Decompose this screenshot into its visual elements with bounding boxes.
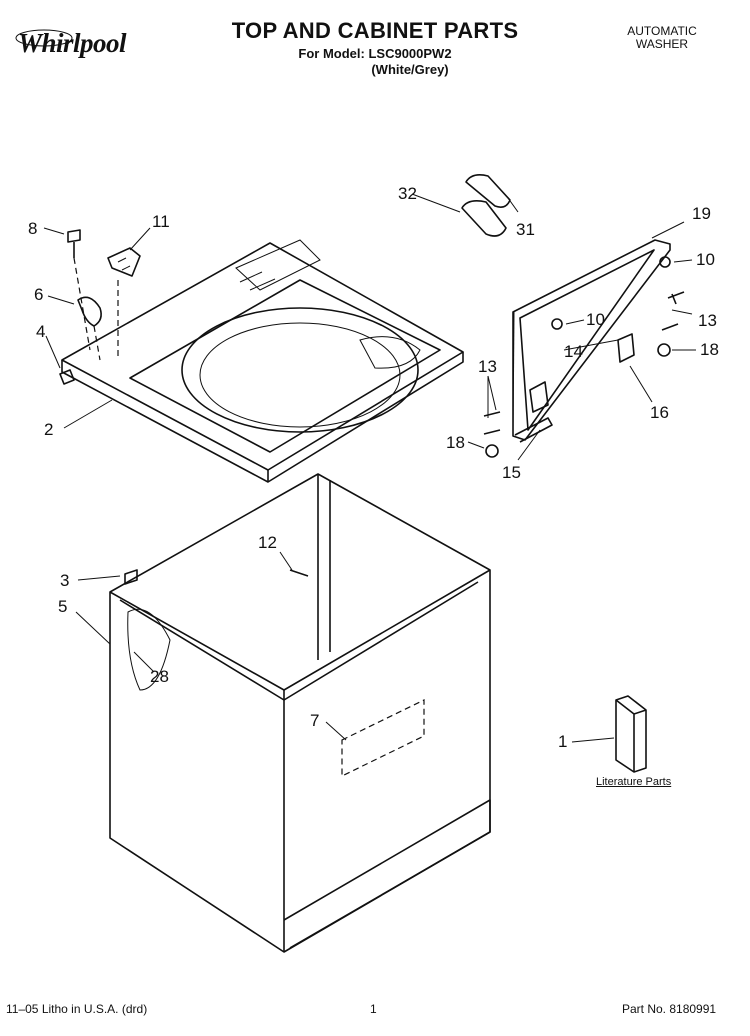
literature-pack — [615, 695, 647, 773]
callout-1: 1 — [558, 732, 568, 751]
top-panel — [61, 239, 464, 483]
callout-18b: 18 — [446, 433, 465, 452]
hinge-clip — [107, 247, 141, 277]
callout-31: 31 — [516, 220, 535, 239]
cabinet — [109, 473, 491, 953]
knob-assembly — [461, 174, 511, 237]
screw-13c — [483, 411, 501, 435]
callout-16: 16 — [650, 403, 669, 422]
callout-18a: 18 — [700, 340, 719, 359]
logo-swoosh — [15, 29, 73, 47]
callout-13a: 13 — [698, 311, 717, 330]
model-number: For Model: LSC9000PW2 — [298, 46, 452, 61]
model-color: (White/Grey) — [371, 62, 449, 77]
page-number: 1 — [370, 1002, 377, 1016]
nut-18a — [657, 343, 671, 357]
hinge-rod-15 — [514, 417, 553, 443]
screw-8 — [67, 229, 81, 258]
footer-litho: 11–05 Litho in U.S.A. (drd) — [6, 1002, 148, 1016]
callout-5: 5 — [58, 597, 68, 616]
callout-32: 32 — [398, 184, 417, 203]
bumper-10a — [659, 256, 671, 268]
lid-assembly — [512, 239, 671, 441]
callout-4: 4 — [36, 322, 46, 341]
product-line-2: WASHER — [635, 37, 689, 51]
callout-8: 8 — [28, 219, 38, 238]
whirlpool-logo: Whirlpool — [18, 28, 127, 58]
hinge-16 — [617, 333, 635, 363]
screw-13b — [661, 323, 679, 331]
product-type: AUTOMATIC WASHER — [602, 25, 722, 51]
leader-lines — [43, 193, 696, 743]
clip-6 — [77, 296, 102, 327]
callout-12: 12 — [258, 533, 277, 552]
callout-11: 11 — [152, 212, 170, 231]
callout-10b: 10 — [586, 310, 605, 329]
callout-15: 15 — [502, 463, 521, 482]
callout-13b: 13 — [478, 357, 497, 376]
model-info: For Model: LSC9000PW2 (White/Grey) — [0, 46, 750, 78]
callout-6: 6 — [34, 285, 44, 304]
part-number: Part No. 8180991 — [622, 1002, 717, 1016]
screw-13a — [667, 291, 685, 305]
callout-10a: 10 — [696, 250, 715, 269]
clip-4 — [59, 369, 75, 385]
literature-parts-label: Literature Parts — [596, 776, 672, 788]
callout-2: 2 — [44, 420, 54, 439]
nut-18b — [485, 444, 499, 458]
callout-7: 7 — [310, 711, 320, 730]
callout-28: 28 — [150, 667, 169, 686]
callout-14: 14 — [564, 342, 583, 361]
bumper-10b — [551, 318, 563, 330]
callout-3: 3 — [60, 571, 70, 590]
product-line-1: AUTOMATIC — [627, 24, 697, 38]
label-7-outline — [341, 699, 425, 777]
callout-19: 19 — [692, 204, 711, 223]
hinge-14 — [529, 381, 549, 413]
page-title: TOP AND CABINET PARTS — [231, 18, 519, 43]
